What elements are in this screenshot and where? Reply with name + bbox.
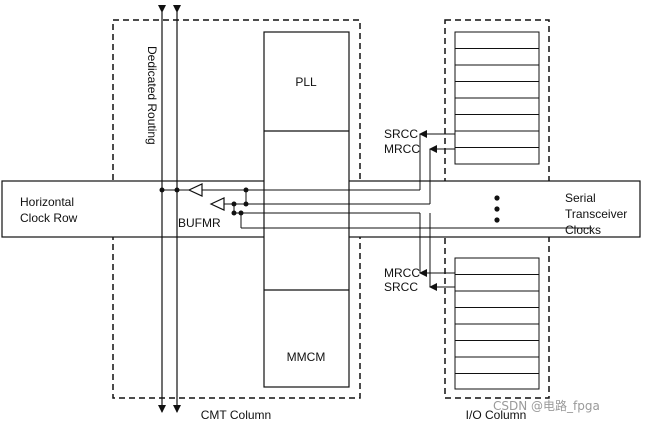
mrcc-top-label: MRCC [384,142,420,156]
ellipsis-dot [494,217,500,223]
ellipsis-dot [494,206,500,212]
ellipsis-dot [494,195,500,201]
cmt-column-label: CMT Column [201,408,271,422]
watermark: CSDN @电路_fpga [493,398,600,413]
horizontal-clock-row-label-line2: Clock Row [20,211,78,225]
srcc-bottom-label: SRCC [384,280,418,294]
serial-transceiver-label-line2: Transceiver [565,207,627,221]
serial-transceiver-label-line3: Clocks [565,223,601,237]
mrcc-bottom-label: MRCC [384,266,420,280]
srcc-top-label: SRCC [384,127,418,141]
bufmr-label: BUFMR [178,216,221,230]
clock-wiring [162,134,592,287]
mmcm-label: MMCM [287,350,326,364]
pll-label: PLL [295,75,317,89]
dedicated-routing-label: Dedicated Routing [145,46,159,145]
io-bank-top [454,31,540,165]
io-column-label: I/O Column [466,408,527,422]
io-bank-bottom [454,257,540,390]
horizontal-clock-row-label-line1: Horizontal [20,195,74,209]
cmt-block [263,31,350,388]
serial-transceiver-label-line1: Serial [565,191,596,205]
